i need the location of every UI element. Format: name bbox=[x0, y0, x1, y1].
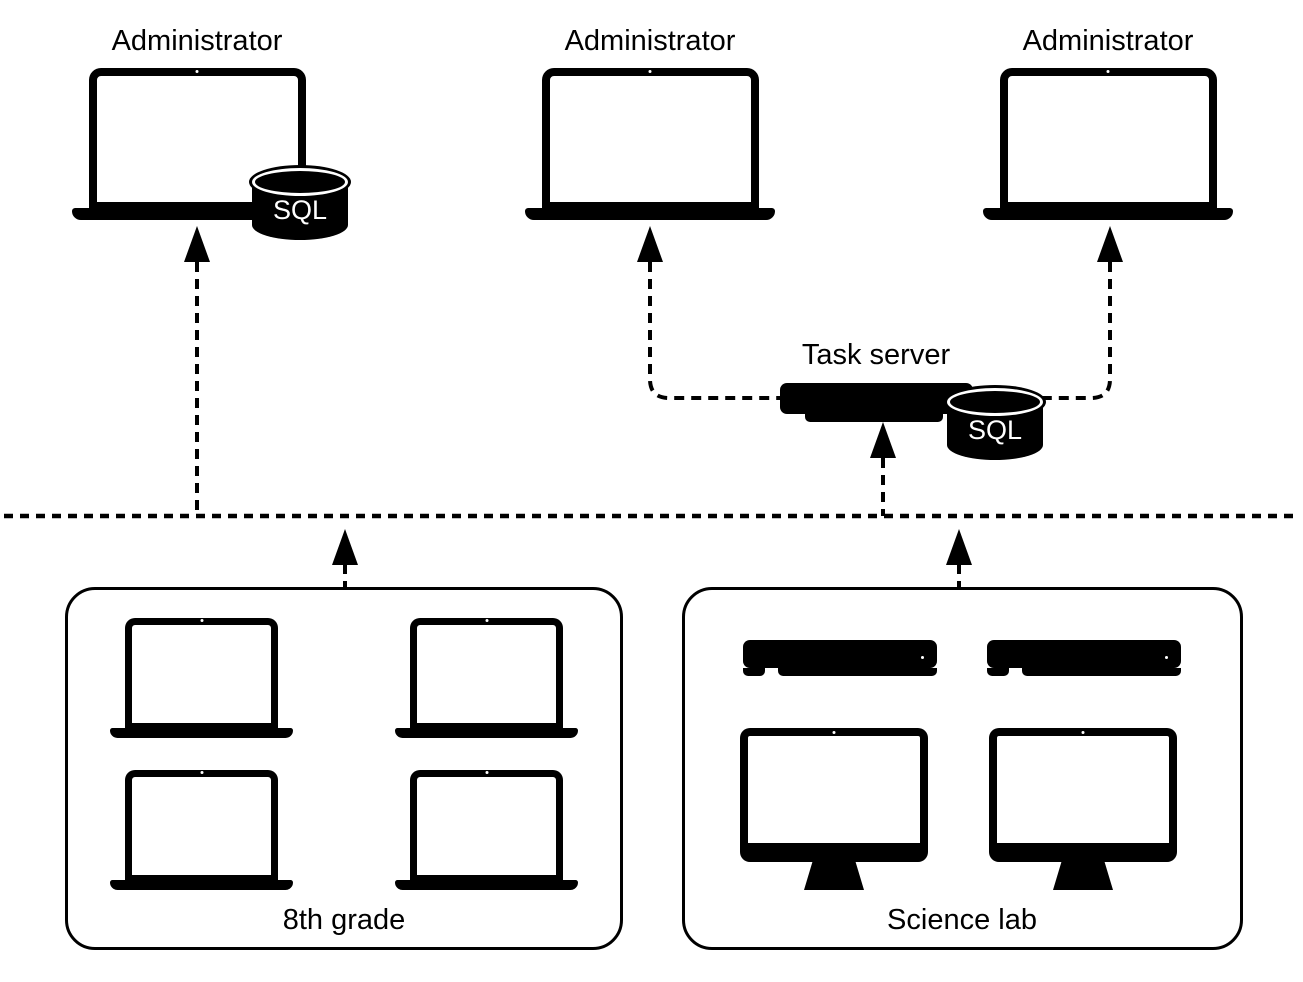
task-server-label: Task server bbox=[801, 339, 951, 371]
laptop-icon bbox=[983, 68, 1233, 220]
laptop-screen bbox=[999, 68, 1217, 210]
camera-dot-icon bbox=[1106, 70, 1110, 73]
arrow-up-icon bbox=[1097, 226, 1123, 262]
admin3-label: Administrator bbox=[1022, 25, 1194, 57]
server-unit-icon bbox=[987, 640, 1181, 676]
sql-database-cylinder-icon: SQL bbox=[947, 388, 1043, 460]
laptop-icon bbox=[395, 618, 578, 738]
group-science-lab-label: Science lab bbox=[887, 904, 1037, 936]
laptop-icon bbox=[110, 770, 293, 890]
laptop-screen bbox=[541, 68, 759, 210]
camera-dot-icon bbox=[200, 771, 203, 774]
camera-dot-icon bbox=[195, 70, 199, 73]
arrow-up-icon bbox=[870, 422, 896, 458]
laptop-icon bbox=[395, 770, 578, 890]
sql-label: SQL bbox=[967, 415, 1023, 445]
server-unit-icon bbox=[743, 640, 937, 676]
desktop-monitor-icon bbox=[740, 728, 928, 890]
sql-label: SQL bbox=[272, 195, 328, 225]
led-dot-icon bbox=[921, 656, 924, 659]
arrow-up-icon bbox=[637, 226, 663, 262]
sql-database-cylinder-icon: SQL bbox=[252, 168, 348, 240]
monitor-stand bbox=[804, 862, 864, 890]
server-unit-icon bbox=[780, 383, 973, 422]
laptop-icon bbox=[525, 68, 775, 220]
group-8th-grade-label: 8th grade bbox=[282, 904, 406, 936]
desktop-monitor-icon bbox=[989, 728, 1177, 890]
arrow-up-icon bbox=[946, 529, 972, 565]
laptop-base bbox=[983, 208, 1233, 220]
admin2-label: Administrator bbox=[564, 25, 736, 57]
connector-server-to-admin3 bbox=[1041, 262, 1112, 400]
camera-dot-icon bbox=[648, 70, 652, 73]
arrow-up-icon bbox=[184, 226, 210, 262]
admin1-label: Administrator bbox=[111, 25, 283, 57]
camera-dot-icon bbox=[485, 619, 488, 622]
camera-dot-icon bbox=[1081, 731, 1085, 734]
monitor-stand bbox=[1053, 862, 1113, 890]
camera-dot-icon bbox=[832, 731, 836, 734]
camera-dot-icon bbox=[485, 771, 488, 774]
connector-server-to-admin2 bbox=[648, 262, 780, 400]
laptop-icon bbox=[110, 618, 293, 738]
camera-dot-icon bbox=[200, 619, 203, 622]
led-dot-icon bbox=[1165, 656, 1168, 659]
arrow-up-icon bbox=[332, 529, 358, 565]
laptop-base bbox=[525, 208, 775, 220]
